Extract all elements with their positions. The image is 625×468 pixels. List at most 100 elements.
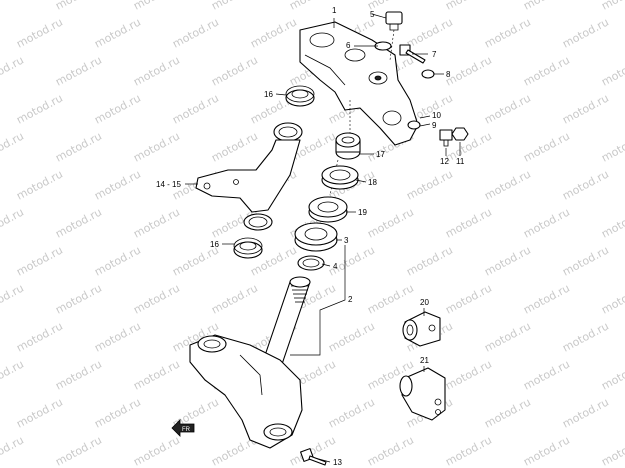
watermark-text: motod.ru <box>443 0 494 13</box>
bolt-5 <box>385 11 403 31</box>
watermark-text: motod.ru <box>443 53 494 88</box>
watermark-text: motod.ru <box>92 319 143 354</box>
bearing-19 <box>308 196 348 223</box>
watermark-text: motod.ru <box>170 15 221 50</box>
watermark-text: motod.ru <box>521 433 572 468</box>
watermark-text: motod.ru <box>53 357 104 392</box>
watermark-text: motod.ru <box>404 243 455 278</box>
watermark-text: motod.ru <box>482 91 533 126</box>
steering-nut-17 <box>335 132 361 160</box>
watermark-text: motod.ru <box>404 167 455 202</box>
callout-1: 1 <box>332 6 337 15</box>
steering-lock-20 <box>402 311 441 347</box>
watermark-text: motod.ru <box>53 433 104 468</box>
callout-labels: 1 5 6 7 8 10 9 12 11 16 17 18 19 3 4 2 1… <box>156 6 465 467</box>
watermark-text: motod.ru <box>0 205 26 240</box>
watermark-text: motod.ru <box>365 205 416 240</box>
watermark-text: motod.ru <box>0 53 26 88</box>
watermark-text: motod.ru <box>131 433 182 468</box>
front-marker-label: FR <box>182 427 191 433</box>
watermark-text: motod.ru <box>443 357 494 392</box>
watermark-text: motod.ru <box>482 15 533 50</box>
watermark-text: motod.ru <box>131 357 182 392</box>
callout-21: 21 <box>420 356 429 365</box>
callout-8: 8 <box>446 70 451 79</box>
watermark-text: motod.ru <box>131 0 182 13</box>
watermark-text: motod.ru <box>0 0 26 13</box>
ring-4 <box>297 255 325 271</box>
watermark-text: motod.ru <box>443 433 494 468</box>
watermark-text: motod.ru <box>14 167 65 202</box>
watermark-text: motod.ru <box>53 129 104 164</box>
washer-8 <box>421 69 435 79</box>
watermark-text: motod.ru <box>170 91 221 126</box>
watermark-text: motod.ru <box>521 205 572 240</box>
callout-10: 10 <box>432 111 441 120</box>
callout-3: 3 <box>344 236 349 245</box>
bolt-13 <box>300 448 327 466</box>
callout-14-15: 14 - 15 <box>156 180 181 189</box>
bolt-7 <box>399 44 426 64</box>
watermark-text: motod.ru <box>599 281 625 316</box>
watermark-text: motod.ru <box>560 167 611 202</box>
seal-18 <box>321 165 359 190</box>
dust-seal-16-upper <box>285 85 315 107</box>
callout-5: 5 <box>370 10 375 19</box>
watermark-text: motod.ru <box>599 0 625 13</box>
watermark-text: motod.ru <box>53 0 104 13</box>
watermark-text: motod.ru <box>92 167 143 202</box>
watermark-text: motod.ru <box>131 281 182 316</box>
watermark-text: motod.ru <box>53 281 104 316</box>
watermark-text: motod.ru <box>560 15 611 50</box>
callout-20: 20 <box>420 298 429 307</box>
watermark-text: motod.ru <box>599 129 625 164</box>
bolt-12 <box>439 129 453 147</box>
watermark-text: motod.ru <box>131 53 182 88</box>
watermark-text: motod.ru <box>14 91 65 126</box>
watermark-text: motod.ru <box>0 129 26 164</box>
bracket-14-15 <box>195 122 303 231</box>
watermark-text: motod.ru <box>482 319 533 354</box>
watermark-text: motod.ru <box>326 319 377 354</box>
watermark-text: motod.ru <box>92 395 143 430</box>
watermark-text: motod.ru <box>365 281 416 316</box>
leader-lines <box>185 13 461 463</box>
callout-18: 18 <box>368 178 377 187</box>
watermark-text: motod.ru <box>14 319 65 354</box>
callout-13: 13 <box>333 458 342 467</box>
watermark-text: motod.ru <box>521 0 572 13</box>
watermark-text: motod.ru <box>14 243 65 278</box>
upper-bracket <box>299 21 419 146</box>
watermark-text: motod.ru <box>560 395 611 430</box>
watermark-text: motod.ru <box>0 357 26 392</box>
callout-9: 9 <box>432 121 437 130</box>
bearing-3 <box>294 222 338 252</box>
watermark-text: motod.ru <box>92 91 143 126</box>
watermark-text: motod.ru <box>560 319 611 354</box>
watermark-text: motod.ru <box>209 129 260 164</box>
watermark-text: motod.ru <box>443 281 494 316</box>
watermark-text: motod.ru <box>14 395 65 430</box>
watermark-text: motod.ru <box>131 129 182 164</box>
watermark-text: motod.ru <box>560 243 611 278</box>
callout-12: 12 <box>440 157 449 166</box>
watermark-text: motod.ru <box>14 15 65 50</box>
watermark-text: motod.ru <box>560 91 611 126</box>
steering-stem <box>189 276 311 449</box>
watermark-text: motod.ru <box>209 281 260 316</box>
watermark-text: motod.ru <box>248 15 299 50</box>
watermark-text: motod.ru <box>482 243 533 278</box>
watermark-text: motod.ru <box>287 0 338 13</box>
callout-7: 7 <box>432 50 437 59</box>
watermark-text: motod.ru <box>0 281 26 316</box>
callout-4: 4 <box>333 262 338 271</box>
watermark-text: motod.ru <box>599 205 625 240</box>
watermark-text: motod.ru <box>482 395 533 430</box>
watermark-text: motod.ru <box>287 433 338 468</box>
dust-seal-16-lower <box>233 237 263 259</box>
callout-16-lower: 16 <box>210 240 219 249</box>
watermark-text: motod.ru <box>599 433 625 468</box>
watermark-text: motod.ru <box>209 53 260 88</box>
watermark-text: motod.ru <box>482 167 533 202</box>
